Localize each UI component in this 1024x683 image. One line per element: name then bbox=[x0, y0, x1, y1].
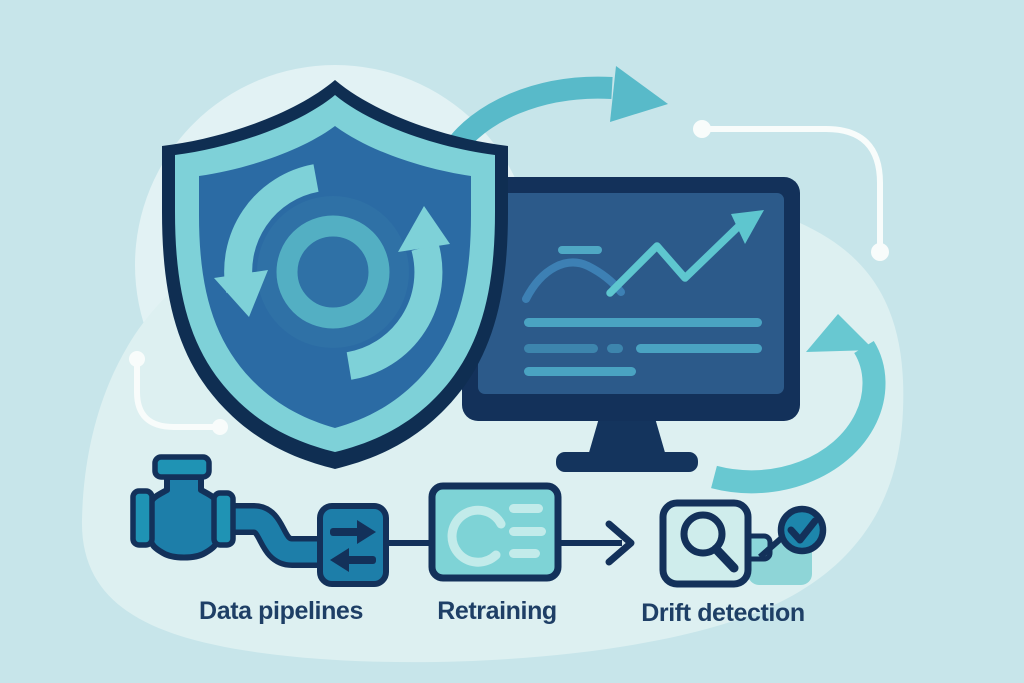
monitor-stand bbox=[588, 418, 666, 456]
trend-chart-icon bbox=[522, 210, 764, 303]
pipe-icon bbox=[233, 503, 324, 568]
monitor-base bbox=[556, 452, 698, 472]
screen-text-lines bbox=[524, 318, 762, 376]
curved-arrow-bottom-icon bbox=[711, 314, 886, 494]
label-drift-detection: Drift detection bbox=[641, 599, 804, 627]
card-gauge-circle bbox=[447, 505, 506, 567]
check-circle-icon bbox=[777, 505, 827, 555]
magnifier-icon bbox=[680, 511, 739, 573]
monitor-screen bbox=[478, 193, 784, 394]
valve-flange-left bbox=[130, 488, 155, 548]
refresh-arrowhead-left bbox=[214, 270, 268, 317]
monitor-icon bbox=[462, 177, 800, 472]
valve-flange-right bbox=[211, 490, 236, 548]
valve-handle bbox=[152, 454, 212, 480]
shield-icon bbox=[162, 80, 508, 469]
label-data-pipelines: Data pipelines bbox=[199, 597, 363, 625]
retraining-card-icon bbox=[428, 482, 562, 582]
flow-arrow bbox=[558, 520, 635, 566]
data-transfer-icon bbox=[317, 503, 389, 587]
refresh-cycle-icon bbox=[214, 164, 450, 380]
check-mark bbox=[787, 517, 819, 544]
white-connector-left bbox=[129, 351, 228, 435]
trend-arrowhead bbox=[731, 210, 764, 244]
label-retraining: Retraining bbox=[437, 597, 557, 625]
white-connector-top-right bbox=[693, 120, 889, 261]
card-text-lines bbox=[509, 504, 546, 558]
refresh-arrowhead-right bbox=[398, 206, 450, 252]
drift-detection-icon bbox=[659, 499, 827, 588]
pipe-valve-icon bbox=[130, 454, 236, 561]
pipeline-flow bbox=[130, 454, 827, 588]
